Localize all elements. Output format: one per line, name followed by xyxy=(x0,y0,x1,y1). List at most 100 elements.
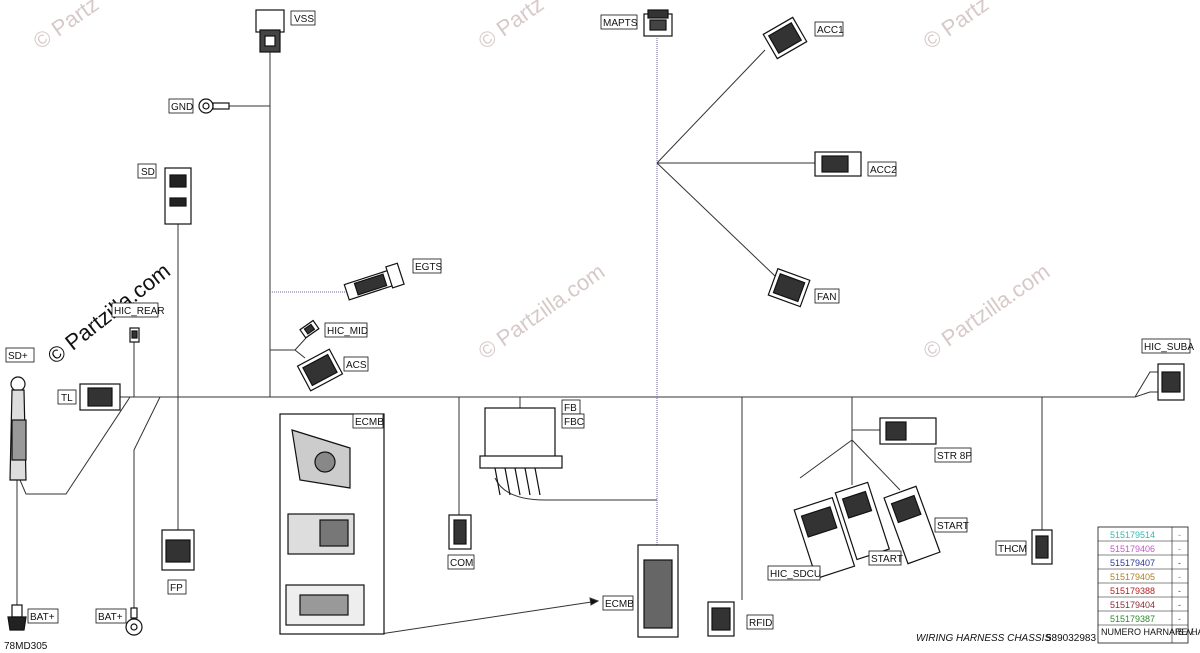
svg-text:THCM: THCM xyxy=(998,544,1027,555)
bat2-terminal[interactable] xyxy=(125,607,143,636)
hic-suba-wire-b xyxy=(1134,391,1158,398)
legend-rev-mark: - xyxy=(1178,544,1181,554)
svg-text:SD+: SD+ xyxy=(8,351,28,362)
fan-connector[interactable] xyxy=(767,267,811,308)
svg-text:START: START xyxy=(937,521,969,532)
thcm-connector[interactable] xyxy=(1031,529,1053,565)
label-com: COM xyxy=(447,554,475,570)
ecmb-arrowhead xyxy=(589,597,600,606)
bat1-terminal[interactable] xyxy=(7,604,27,631)
harness-legend: 515179514-515179406-515179407-515179405-… xyxy=(1097,526,1200,644)
rfid-connector[interactable] xyxy=(707,601,735,637)
label-bat-plus-2: BAT+ xyxy=(95,608,127,624)
footer: WIRING HARNESS CHASSIS : 589032983 78MD3… xyxy=(4,633,1096,652)
bat2-wire xyxy=(133,396,161,615)
hic-suba-wire-a xyxy=(1134,371,1158,398)
sd-connector[interactable] xyxy=(164,167,192,225)
start1-connector[interactable] xyxy=(883,485,941,565)
watermark: © Partzilla.com xyxy=(474,259,610,365)
legend-header-number: NUMERO HARNAIS / HARNESS NUMBER xyxy=(1101,627,1200,637)
label-hic-mid: HIC_MID xyxy=(324,322,368,338)
hic-sdcu-connector[interactable] xyxy=(793,496,856,580)
legend-rev-mark: - xyxy=(1178,530,1181,540)
legend-harness-number: 515179404 xyxy=(1110,600,1155,610)
label-fb: FB xyxy=(561,399,581,415)
svg-text:FP: FP xyxy=(170,583,183,594)
start2-connector[interactable] xyxy=(834,481,891,561)
watermark: © Partzilla.com xyxy=(919,259,1055,365)
svg-text:BAT+: BAT+ xyxy=(30,612,55,623)
svg-text:TL: TL xyxy=(61,393,73,404)
watermark: © Partz xyxy=(474,0,549,54)
svg-text:RFID: RFID xyxy=(749,618,772,629)
label-hic-rear: HIC_REAR xyxy=(111,302,165,318)
label-acc2: ACC2 xyxy=(867,161,897,177)
svg-text:SD: SD xyxy=(141,167,155,178)
label-fan: FAN xyxy=(814,288,840,304)
acs-connector[interactable] xyxy=(296,348,344,392)
label-fp: FP xyxy=(167,579,187,595)
svg-text:MAPTS: MAPTS xyxy=(603,18,638,29)
svg-text:FB: FB xyxy=(564,403,577,414)
svg-text:ECMB: ECMB xyxy=(355,417,384,428)
ecmb-main-connector[interactable] xyxy=(637,544,679,638)
hic-suba-connector[interactable] xyxy=(1157,363,1185,401)
mapts-connector[interactable] xyxy=(643,9,673,37)
label-egts: EGTS xyxy=(412,258,443,274)
footer-title: WIRING HARNESS CHASSIS : xyxy=(916,633,1057,644)
label-ecmb-bottom: ECMB xyxy=(602,595,634,611)
ecmb-connector-1[interactable] xyxy=(291,429,351,489)
legend-harness-number: 515179405 xyxy=(1110,572,1155,582)
hic-sdcu-wire xyxy=(799,439,853,479)
svg-text:VSS: VSS xyxy=(294,14,314,25)
svg-text:ACS: ACS xyxy=(346,360,367,371)
ecmb-connector-2[interactable] xyxy=(287,513,355,555)
hic-rear-connector[interactable] xyxy=(129,327,140,343)
ecmb-connector-3[interactable] xyxy=(285,584,365,626)
svg-text:BAT+: BAT+ xyxy=(98,612,123,623)
svg-text:HIC_SDCU: HIC_SDCU xyxy=(770,569,821,580)
legend-harness-number: 515179387 xyxy=(1110,614,1155,624)
legend-rev-mark: - xyxy=(1178,614,1181,624)
svg-text:HIC_MID: HIC_MID xyxy=(327,326,368,337)
legend-rev-mark: - xyxy=(1178,586,1181,596)
wires xyxy=(16,38,1158,635)
label-sd-plus: SD+ xyxy=(5,347,35,363)
label-str8p: STR 8P xyxy=(934,447,972,463)
hic-mid-wire xyxy=(294,337,307,351)
fb-fuse-box[interactable] xyxy=(479,407,563,496)
label-acs: ACS xyxy=(343,356,369,372)
legend-harness-number: 515179388 xyxy=(1110,586,1155,596)
svg-text:HIC_REAR: HIC_REAR xyxy=(114,306,165,317)
sd-plus-wire xyxy=(19,396,131,495)
com-connector[interactable] xyxy=(448,514,472,550)
ecmb-leader xyxy=(379,600,599,635)
acc1-wire xyxy=(656,49,766,164)
legend-rev-mark: - xyxy=(1178,572,1181,582)
label-ecmb-top: ECMB xyxy=(352,413,384,429)
acc2-connector[interactable] xyxy=(814,151,862,177)
legend-rev-mark: - xyxy=(1178,600,1181,610)
label-fbc: FBC xyxy=(561,413,585,429)
label-acc1: ACC1 xyxy=(814,21,844,37)
svg-text:FBC: FBC xyxy=(564,417,584,428)
egts-connector[interactable] xyxy=(343,262,405,302)
gnd-terminal[interactable] xyxy=(198,98,230,114)
sd-plus-terminal[interactable] xyxy=(9,376,27,481)
label-rfid: RFID xyxy=(746,614,774,630)
start1-wire xyxy=(851,439,901,491)
vss-connector[interactable] xyxy=(255,9,285,53)
label-tl: TL xyxy=(57,389,77,405)
str8p-connector[interactable] xyxy=(879,417,937,445)
hic-mid-connector[interactable] xyxy=(299,319,320,339)
acc1-connector[interactable] xyxy=(762,16,808,60)
fan-wire xyxy=(656,162,776,277)
tl-connector[interactable] xyxy=(79,383,121,411)
fp-connector[interactable] xyxy=(161,529,195,571)
svg-text:EGTS: EGTS xyxy=(415,262,443,273)
legend-harness-number: 515179514 xyxy=(1110,530,1155,540)
label-start-2: START xyxy=(868,550,903,566)
svg-text:COM: COM xyxy=(450,558,473,569)
legend-harness-number: 515179407 xyxy=(1110,558,1155,568)
